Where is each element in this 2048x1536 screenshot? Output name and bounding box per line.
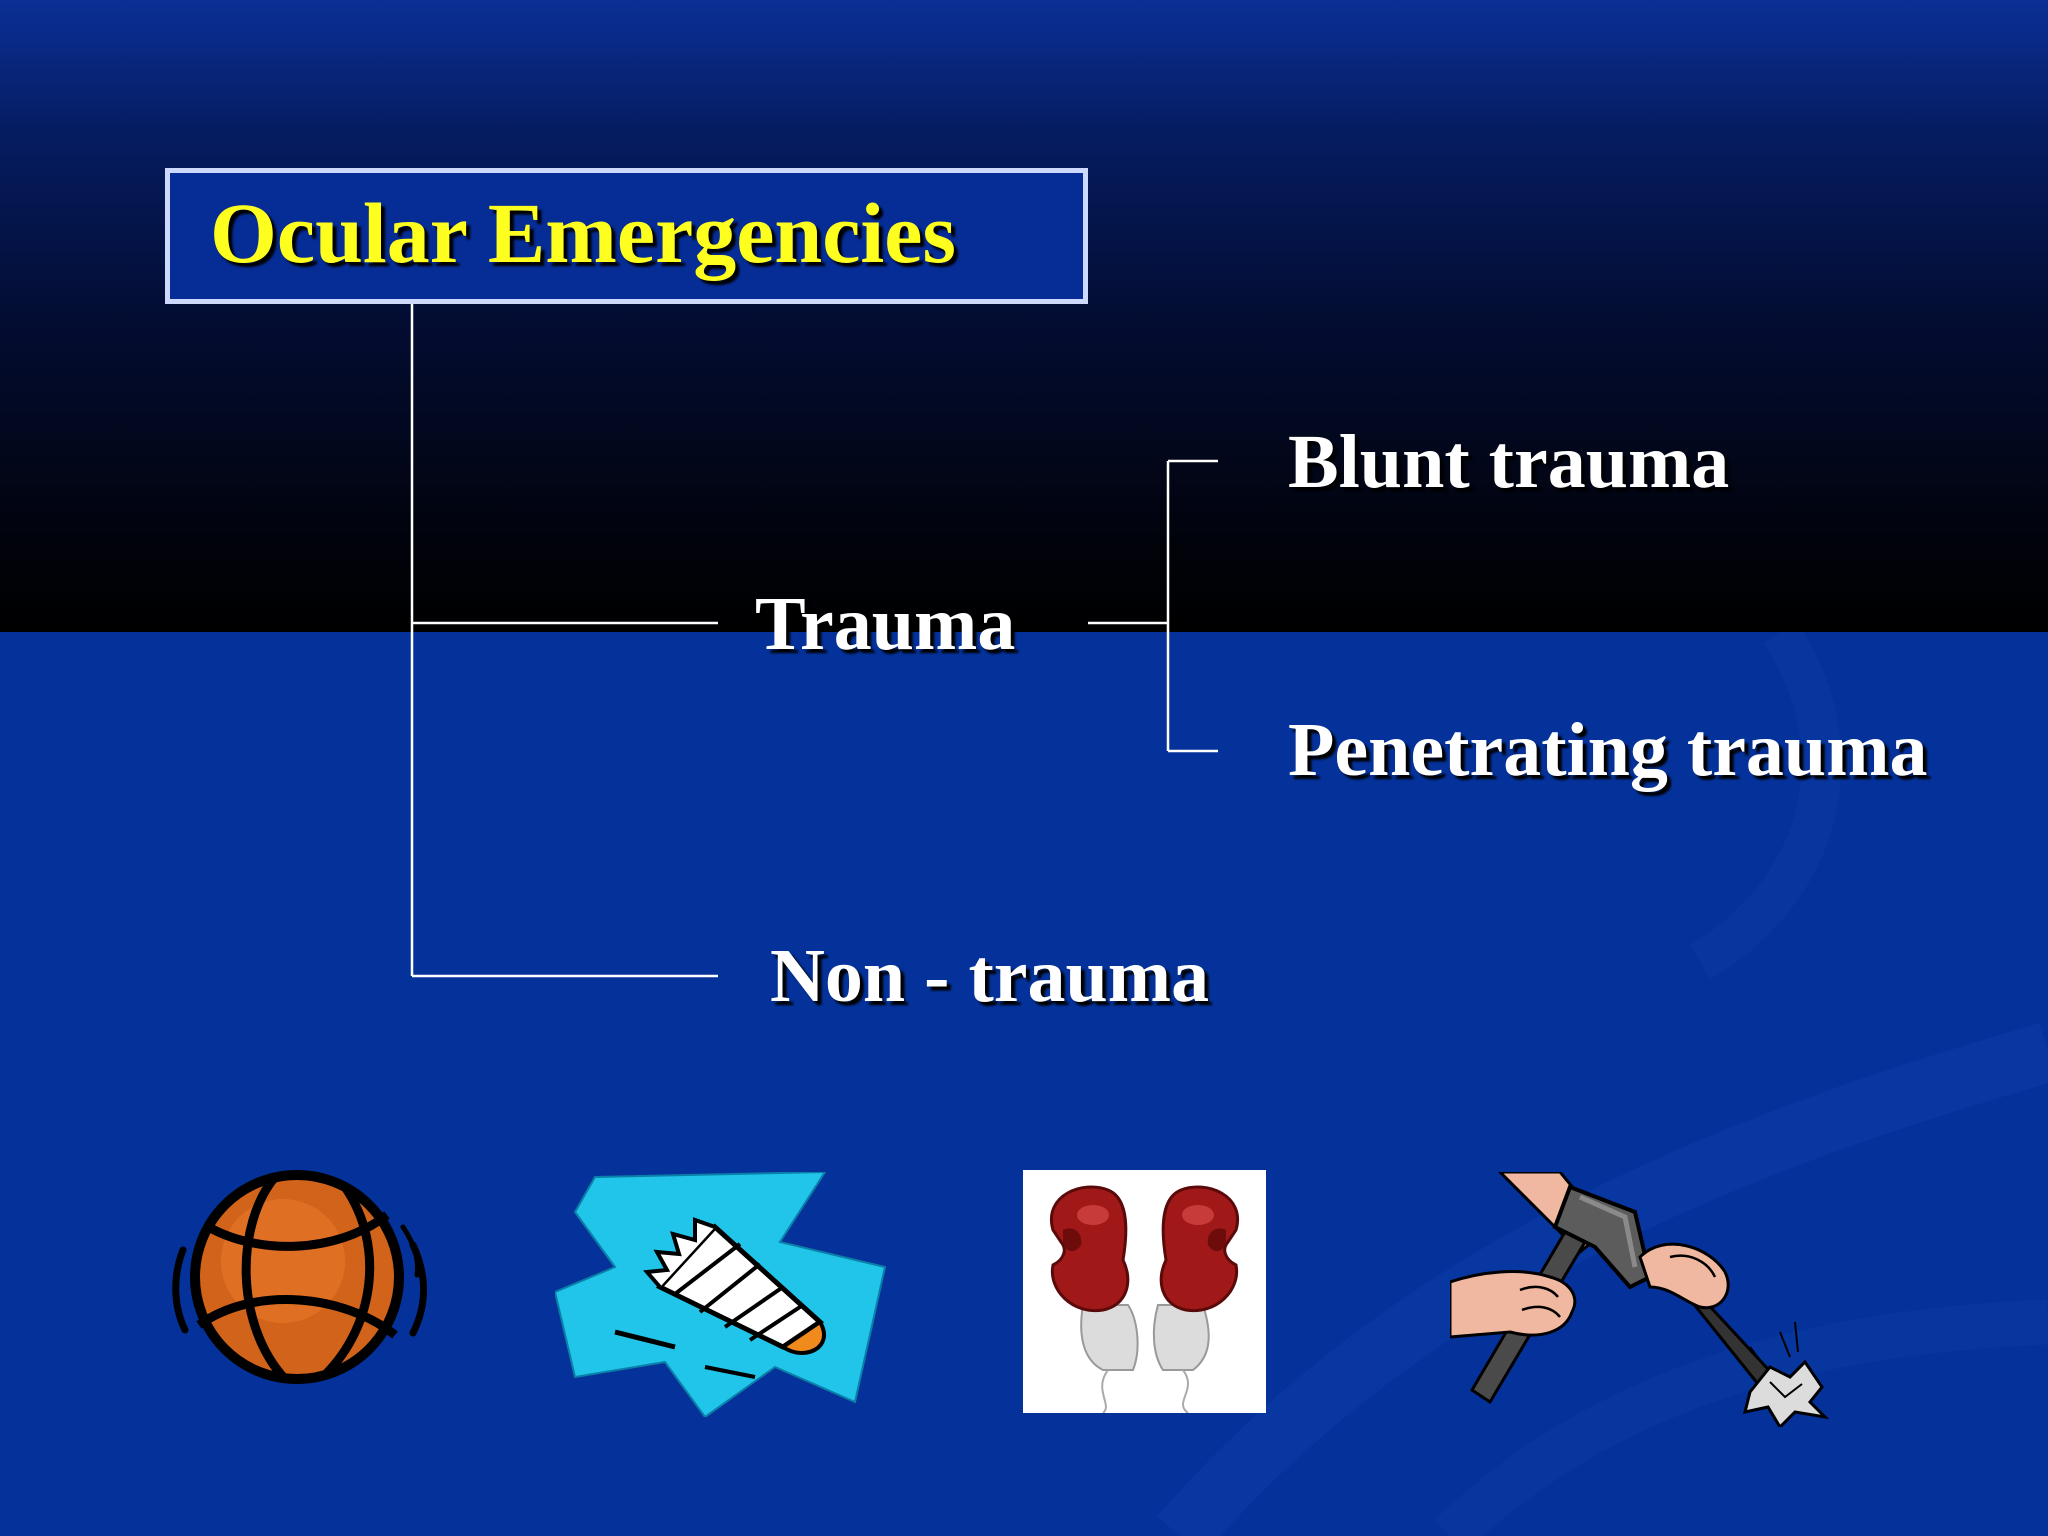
boxing-gloves-icon xyxy=(1023,1170,1266,1413)
title-box xyxy=(165,168,1088,304)
node-penetrating-trauma: Penetrating trauma xyxy=(1288,708,1928,792)
shuttlecock-icon xyxy=(555,1172,887,1417)
node-blunt-trauma: Blunt trauma xyxy=(1288,420,1730,504)
basketball-icon xyxy=(172,1170,427,1384)
background-top xyxy=(0,0,2048,632)
node-trauma: Trauma xyxy=(755,582,1016,666)
slide-title: Ocular Emergencies xyxy=(210,185,956,281)
hammer-chisel-icon xyxy=(1450,1172,1830,1427)
node-non-trauma: Non - trauma xyxy=(770,934,1210,1018)
